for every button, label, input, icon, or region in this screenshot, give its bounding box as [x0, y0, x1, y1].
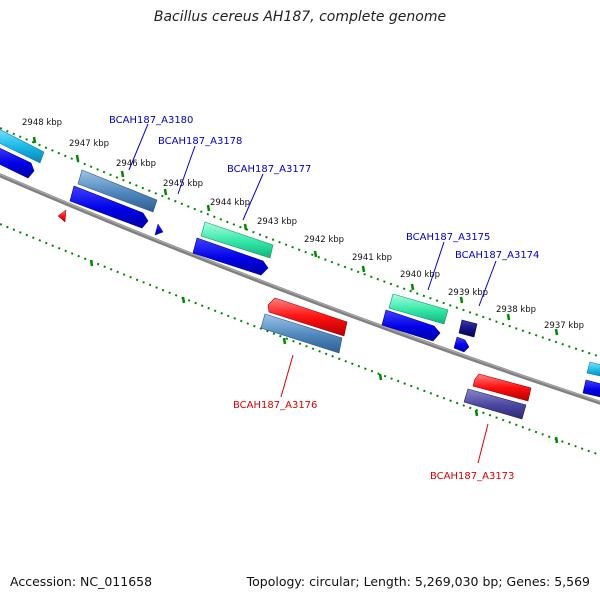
- cds-bar[interactable]: [0, 146, 35, 179]
- gene-bar[interactable]: [463, 388, 527, 420]
- tick-label: 2947 kbp: [69, 139, 109, 149]
- cds-bar[interactable]: [472, 373, 532, 402]
- tick-label: 2943 kbp: [257, 217, 297, 227]
- gene-label-bcah187-a3178[interactable]: BCAH187_A3178: [158, 136, 242, 147]
- tick-label: 2944 kbp: [210, 198, 250, 208]
- tick-label: 2938 kbp: [496, 305, 536, 315]
- gene-label-bcah187-a3174[interactable]: BCAH187_A3174: [455, 250, 539, 261]
- accession-text: Accession: NC_011658: [10, 574, 153, 589]
- gene-label-bcah187-a3176[interactable]: BCAH187_A3176: [233, 400, 317, 411]
- cds-bar[interactable]: [453, 336, 470, 353]
- tick-label: 2948 kbp: [22, 118, 62, 128]
- cds-bar[interactable]: [154, 223, 164, 236]
- gene-bar[interactable]: [200, 221, 274, 259]
- map-title: Bacillus cereus AH187, complete genome: [153, 9, 447, 25]
- cds-bar[interactable]: [192, 237, 269, 276]
- cds-bar[interactable]: [267, 297, 348, 337]
- genome-backbone: [0, 173, 600, 405]
- reverse-tick-ring: [0, 223, 600, 456]
- genome-summary-text: Topology: circular; Length: 5,269,030 bp…: [246, 574, 590, 589]
- tick-label: 2941 kbp: [352, 253, 392, 263]
- gene-label-bcah187-a3180[interactable]: BCAH187_A3180: [109, 115, 193, 126]
- gene-label-bcah187-a3177[interactable]: BCAH187_A3177: [227, 164, 311, 175]
- label-leaders: [128, 123, 497, 464]
- tick-label: 2946 kbp: [116, 159, 156, 169]
- gene-labels: BCAH187_A3180 BCAH187_A3178 BCAH187_A317…: [109, 115, 539, 482]
- gene-bar[interactable]: [388, 293, 449, 325]
- cds-bar[interactable]: [582, 379, 600, 398]
- gene-bar[interactable]: [0, 127, 45, 164]
- cds-bar[interactable]: [381, 309, 441, 342]
- tick-labels: 2948 kbp 2947 kbp 2946 kbp 2945 kbp 2944…: [22, 118, 584, 331]
- tick-label: 2940 kbp: [400, 270, 440, 280]
- gene-bar[interactable]: [586, 361, 600, 377]
- tick-label: 2937 kbp: [544, 321, 584, 331]
- cds-bar[interactable]: [57, 209, 67, 223]
- gene-label-bcah187-a3173[interactable]: BCAH187_A3173: [430, 471, 514, 482]
- gene-bar[interactable]: [260, 313, 343, 354]
- tick-label: 2945 kbp: [163, 179, 203, 189]
- gene-bar[interactable]: [458, 319, 478, 338]
- forward-tick-ring: [0, 127, 600, 358]
- gene-label-bcah187-a3175[interactable]: BCAH187_A3175: [406, 232, 490, 243]
- tick-label: 2942 kbp: [304, 235, 344, 245]
- cds-bar[interactable]: [69, 185, 149, 229]
- major-ticks: [32, 136, 559, 444]
- gene-bar[interactable]: [77, 169, 158, 213]
- tick-label: 2939 kbp: [448, 288, 488, 298]
